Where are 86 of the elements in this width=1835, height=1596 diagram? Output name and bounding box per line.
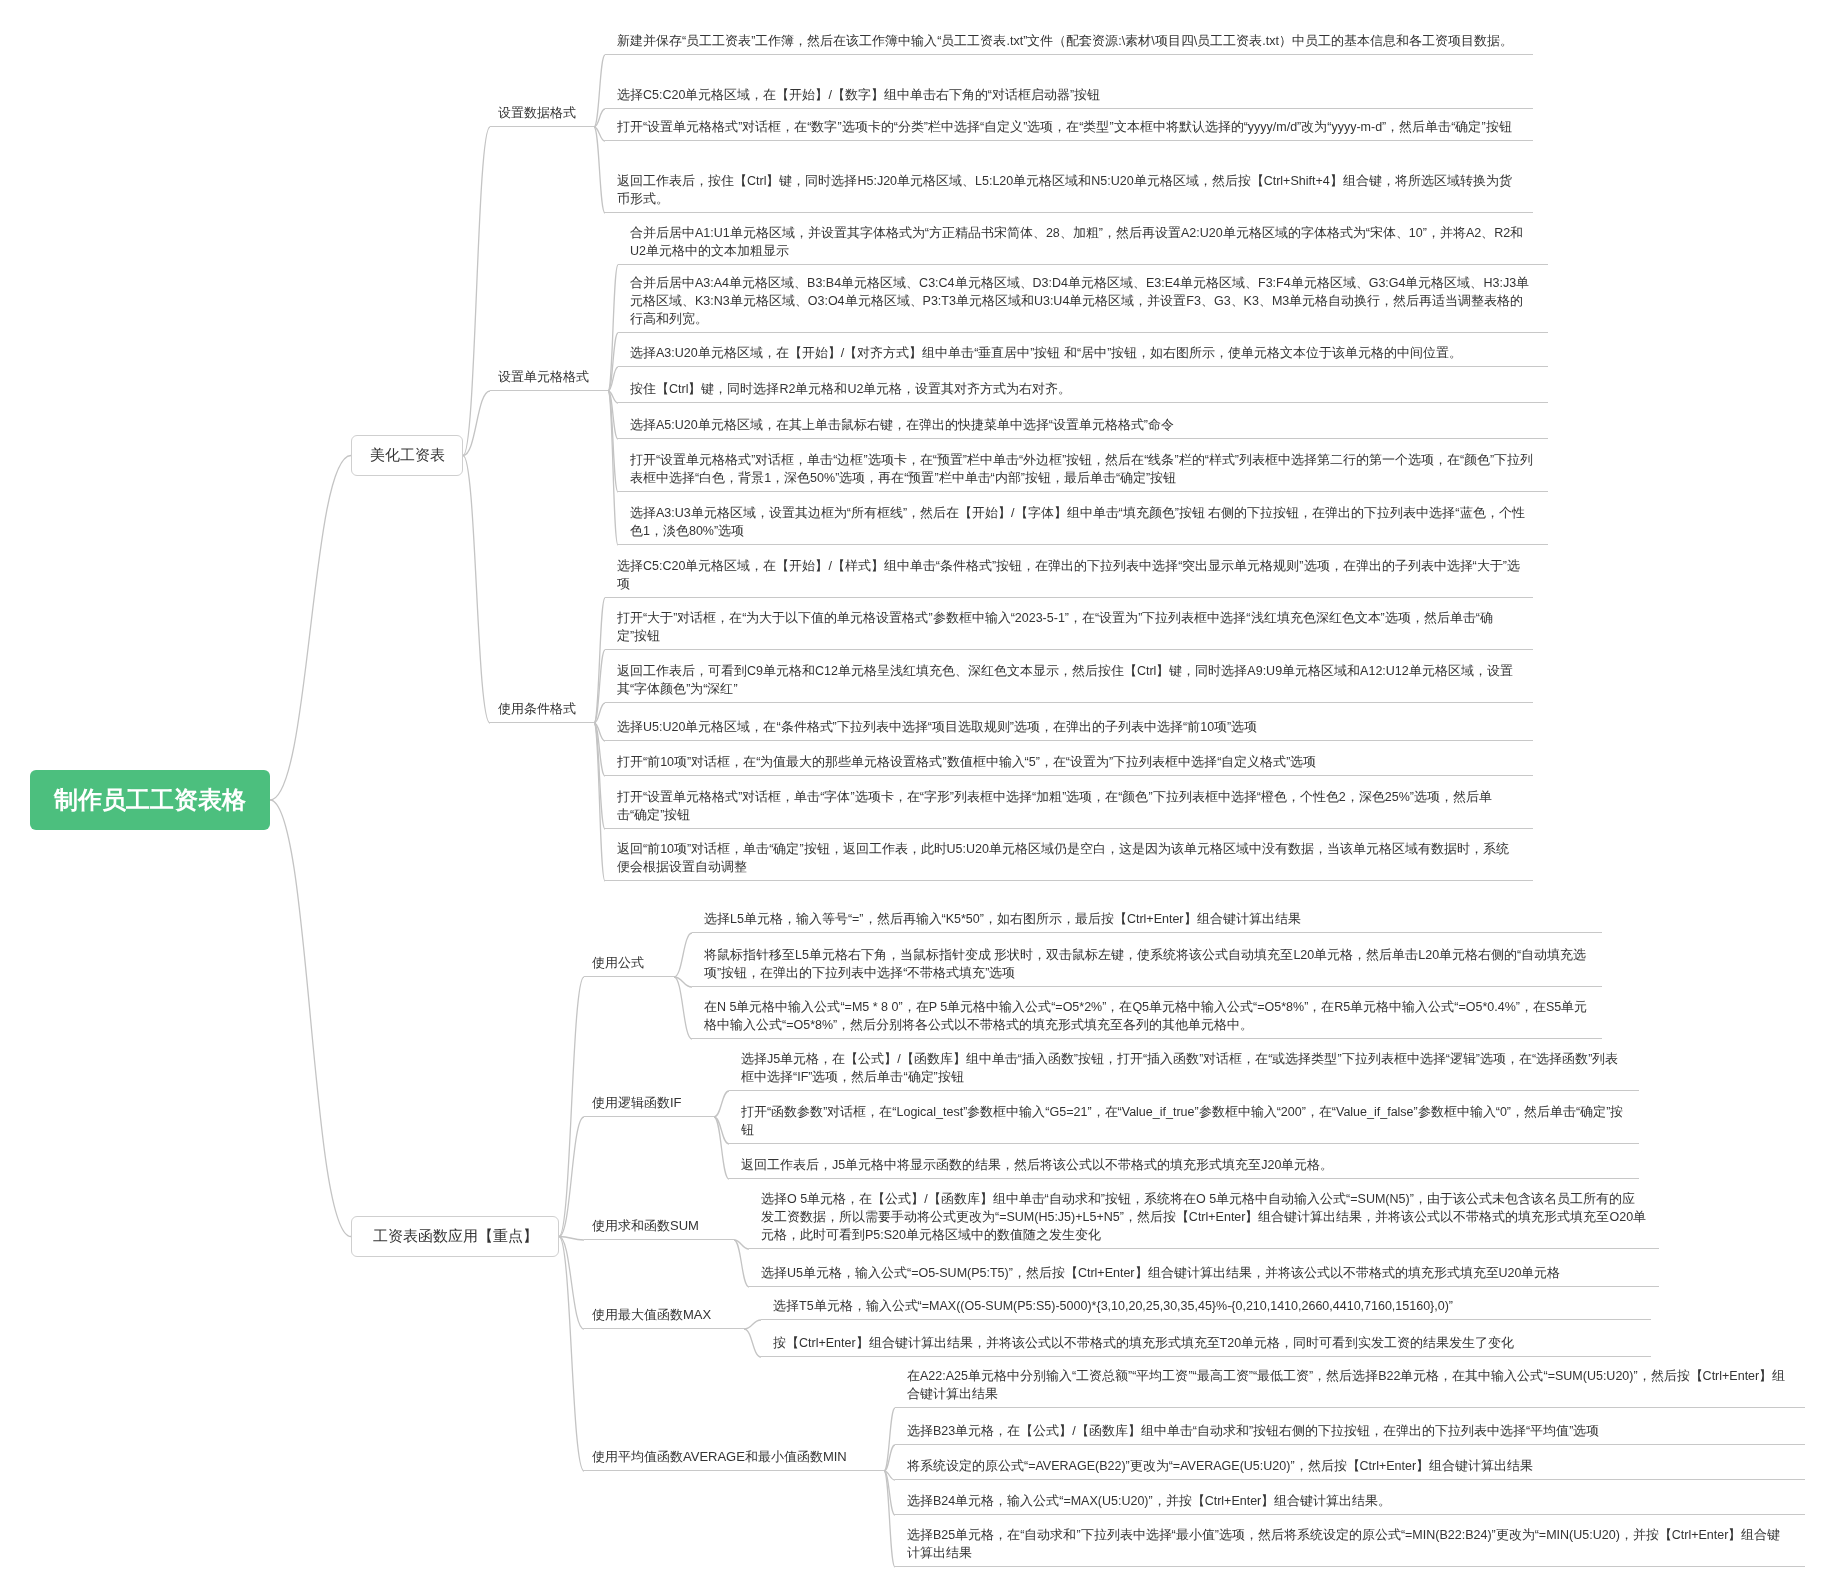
connector-line (713, 1116, 730, 1145)
connector-line (713, 1090, 730, 1118)
connector-line (593, 649, 606, 724)
subtopic: 使用求和函数SUM (584, 1217, 734, 1240)
detail-topic: 选择B24单元格，输入公式“=MAX(U5:U20)”，并按【Ctrl+Enter】组合键计算出结果。 (895, 1488, 1805, 1515)
connector-line (883, 1470, 896, 1516)
detail-topic: 将系统设定的原公式“=AVERAGE(B22)”更改为“=AVERAGE(U5:U20)”，然后按【Ctrl+Enter】组合键计算出结果 (895, 1453, 1805, 1480)
detail-topic: 打开“设置单元格格式”对话框，单击“边框”选项卡，在“预置”栏中单击“外边框”按钮，然后在“线条”栏的“样式”列表框中选择第二行的第一个选项，在“颜色”下拉列表框中选择“白色，背景1，深色50%”选项，再在“预置”栏中单击“内部”按钮，最后单击“确定”按钮 (618, 447, 1548, 492)
connector-line (607, 390, 619, 440)
connector-line (673, 932, 693, 978)
detail-topic: 合并后居中A3:A4单元格区域、B3:B4单元格区域、C3:C4单元格区域、D3:D4单元格区域、E3:E4单元格区域、F3:F4单元格区域、G3:G4单元格区域、H3:J3单元格区域、K3:N3单元格区域、O3:O4单元格区域、P3:T3单元格区域和U3:U4单元格区域，并设置F3、G3、K3、M3单元格自动换行，然后再适当调整表格的行高和列宽。 (618, 270, 1548, 333)
connector-line (883, 1444, 896, 1472)
connector-line (462, 126, 491, 457)
connector-line (269, 799, 352, 1238)
connector-line (593, 722, 606, 830)
connector-line (607, 264, 619, 392)
connector-line (558, 1116, 585, 1238)
detail-topic: 打开“大于”对话框，在“为大于以下值的单元格设置格式”参数框中输入“2023-5-1”，在“设置为”下拉列表框中选择“浅红填充色深红色文本”选项，然后单击“确定”按钮 (605, 605, 1533, 650)
main-topic: 工资表函数应用【重点】 (351, 1216, 559, 1257)
connector-line (269, 454, 352, 801)
connector-line (558, 976, 585, 1238)
connector-line (607, 390, 619, 546)
connector-line (593, 702, 606, 724)
connector-line (593, 722, 606, 882)
connector-line (593, 597, 606, 724)
detail-topic: 选择A5:U20单元格区域，在其上单击鼠标右键，在弹出的快捷菜单中选择“设置单元格格式”命令 (618, 412, 1548, 439)
connector-line (593, 126, 606, 142)
connector-line (713, 1116, 730, 1180)
connector-line (462, 454, 491, 724)
connector-line (593, 126, 606, 214)
detail-topic: 选择B23单元格，在【公式】/【函数库】组中单击“自动求和”按钮右侧的下拉按钮，在弹出的下拉列表中选择“平均值”选项 (895, 1418, 1805, 1445)
subtopic: 设置数据格式 (490, 104, 594, 127)
subtopic: 使用平均值函数AVERAGE和最小值函数MIN (584, 1448, 884, 1471)
detail-topic: 合并后居中A1:U1单元格区域，并设置其字体格式为“方正精品书宋简体、28、加粗”，然后再设置A2:U20单元格区域的字体格式为“宋体、10”，并将A2、R2和U2单元格中的文本加粗显示 (618, 220, 1548, 265)
subtopic: 使用条件格式 (490, 700, 594, 723)
connector-line (673, 976, 693, 1040)
detail-topic: 选择U5单元格，输入公式“=O5-SUM(P5:T5)”，然后按【Ctrl+Enter】组合键计算出结果，并将该公式以不带格式的填充形式填充至U20单元格 (749, 1260, 1659, 1287)
connector-line (558, 1235, 585, 1330)
connector-line (673, 976, 693, 988)
detail-topic: 选择T5单元格，输入公式“=MAX((O5-SUM(P5:S5)-5000)*{3,10,20,25,30,35,45}%-{0,210,1410,2660,4410,7160,15160},0)” (761, 1293, 1651, 1320)
detail-topic: 选择C5:C20单元格区域，在【开始】/【样式】组中单击“条件格式”按钮，在弹出的下拉列表中选择“突出显示单元格规则”选项，在弹出的子列表中选择“大于”选项 (605, 553, 1533, 598)
connector-line (593, 722, 606, 742)
connector-line (607, 390, 619, 404)
detail-topic: 返回工作表后，可看到C9单元格和C12单元格呈浅红填充色、深红色文本显示，然后按住【Ctrl】键，同时选择A9:U9单元格区域和A12:U12单元格区域，设置其“字体颜色”为“深红” (605, 658, 1533, 703)
central-topic: 制作员工工资表格 (30, 770, 270, 830)
main-topic: 美化工资表 (351, 435, 463, 476)
connector-line (733, 1239, 750, 1250)
subtopic: 使用逻辑函数IF (584, 1094, 714, 1117)
connector-line (593, 54, 606, 128)
detail-topic: 打开“设置单元格格式”对话框，在“数字”选项卡的“分类”栏中选择“自定义”选项，在“类型”文本框中将默认选择的“yyyy/m/d”改为“yyyy-m-d”，然后单击“确定”按钮 (605, 114, 1533, 141)
detail-topic: 打开“前10项”对话框，在“为值最大的那些单元格设置格式”数值框中输入“5”，在“设置为”下拉列表框中选择“自定义格式”选项 (605, 749, 1533, 776)
detail-topic: 选择L5单元格，输入等号“=”，然后再输入“K5*50”，如右图所示，最后按【Ctrl+Enter】组合键计算出结果 (692, 906, 1602, 933)
connector-line (883, 1407, 896, 1472)
detail-topic: 选择C5:C20单元格区域，在【开始】/【数字】组中单击右下角的“对话框启动器”按钮 (605, 82, 1533, 109)
detail-topic: 选择J5单元格，在【公式】/【函数库】组中单击“插入函数”按钮，打开“插入函数”对话框，在“或选择类型”下拉列表框中选择“逻辑”选项，在“选择函数”列表框中选择“IF”选项，然后单击“确定”按钮 (729, 1046, 1639, 1091)
detail-topic: 打开“函数参数”对话框，在“Logical_test”参数框中输入“G5=21”，在“Value_if_true”参数框中输入“200”，在“Value_if_false”参数框中输入“0”，然后单击“确定”按钮 (729, 1099, 1639, 1144)
subtopic: 设置单元格格式 (490, 368, 608, 391)
detail-topic: 返回工作表后，按住【Ctrl】键，同时选择H5:J20单元格区域、L5:L20单元格区域和N5:U20单元格区域，然后按【Ctrl+Shift+4】组合键，将所选区域转换为货币形式。 (605, 168, 1533, 213)
connector-line (733, 1239, 750, 1288)
connector-line (607, 366, 619, 392)
detail-topic: 新建并保存“员工工资表”工作簿，然后在该工作簿中输入“员工工资表.txt”文件（配套资源:\素材\项目四\员工工资表.txt）中员工的基本信息和各工资项目数据。 (605, 28, 1533, 55)
detail-topic: 选择A3:U20单元格区域，在【开始】/【对齐方式】组中单击“垂直居中”按钮 和“居中”按钮，如右图所示，使单元格文本位于该单元格的中间位置。 (618, 340, 1548, 367)
detail-topic: 将鼠标指针移至L5单元格右下角，当鼠标指针变成 形状时，双击鼠标左键，使系统将该公式自动填充至L20单元格，然后单击L20单元格右侧的“自动填充选项”按钮，在弹出的下拉列表中选择“不带格式填充”选项 (692, 942, 1602, 987)
detail-topic: 返回工作表后，J5单元格中将显示函数的结果，然后将该公式以不带格式的填充形式填充至J20单元格。 (729, 1152, 1639, 1179)
detail-topic: 返回“前10项”对话框，单击“确定”按钮，返回工作表，此时U5:U20单元格区域仍是空白，这是因为该单元格区域中没有数据，当该单元格区域有数据时，系统便会根据设置自动调整 (605, 836, 1533, 881)
connector-line (883, 1470, 896, 1481)
detail-topic: 在N 5单元格中输入公式“=M5 * 8 0”，在P 5单元格中输入公式“=O5*2%”，在Q5单元格中输入公式“=O5*8%”，在R5单元格中输入公式“=O5*0.4%”，在S5单元格中输入公式“=O5*8%”，然后分别将各公式以不带格式的填充形式填充至各列的其他单元格中。 (692, 994, 1602, 1039)
detail-topic: 按【Ctrl+Enter】组合键计算出结果，并将该公式以不带格式的填充形式填充至T20单元格，同时可看到实发工资的结果发生了变化 (761, 1330, 1651, 1357)
connector-line (607, 390, 619, 493)
subtopic: 使用公式 (584, 954, 674, 977)
connector-line (593, 108, 606, 128)
connector-line (743, 1328, 762, 1358)
connector-line (743, 1319, 762, 1330)
detail-topic: 选择O 5单元格，在【公式】/【函数库】组中单击“自动求和”按钮，系统将在O 5单元格中自动输入公式“=SUM(N5)”，由于该公式未包含该名员工所有的应发工资数据，所以需要手动将公式更改为“=SUM(H5:J5)+L5+N5”，然后按【Ctrl+Enter】组合键计算出结果，并将该公式以不带格式的填充形式填充至O20单元格，此时可看到P5:S20单元格区域中的数值随之发生变化 (749, 1186, 1659, 1249)
detail-topic: 打开“设置单元格格式”对话框，单击“字体”选项卡，在“字形”列表框中选择“加粗”选项，在“颜色”下拉列表框中选择“橙色，个性色2，深色25%”选项，然后单击“确定”按钮 (605, 784, 1533, 829)
detail-topic: 选择A3:U3单元格区域，设置其边框为“所有框线”，然后在【开始】/【字体】组中单击“填充颜色”按钮 右侧的下拉按钮，在弹出的下拉列表中选择“蓝色，个性色1，淡色80%”选项 (618, 500, 1548, 545)
connector-line (558, 1235, 585, 1241)
connector-line (558, 1235, 585, 1472)
detail-topic: 按住【Ctrl】键，同时选择R2单元格和U2单元格，设置其对齐方式为右对齐。 (618, 376, 1548, 403)
detail-topic: 选择B25单元格，在“自动求和”下拉列表中选择“最小值”选项，然后将系统设定的原公式“=MIN(B22:B24)”更改为“=MIN(U5:U20)，并按【Ctrl+Enter】组合键计算出结果 (895, 1522, 1805, 1567)
connector-line (607, 332, 619, 392)
connector-line (462, 390, 491, 457)
connector-line (883, 1470, 896, 1568)
subtopic: 使用最大值函数MAX (584, 1306, 744, 1329)
detail-topic: 选择U5:U20单元格区域，在“条件格式”下拉列表中选择“项目选取规则”选项，在弹出的子列表中选择“前10项”选项 (605, 714, 1533, 741)
detail-topic: 在A22:A25单元格中分别输入“工资总额”“平均工资”“最高工资”“最低工资”，然后选择B22单元格，在其中输入公式“=SUM(U5:U20)”，然后按【Ctrl+Enter】组合键计算出结果 (895, 1363, 1805, 1408)
